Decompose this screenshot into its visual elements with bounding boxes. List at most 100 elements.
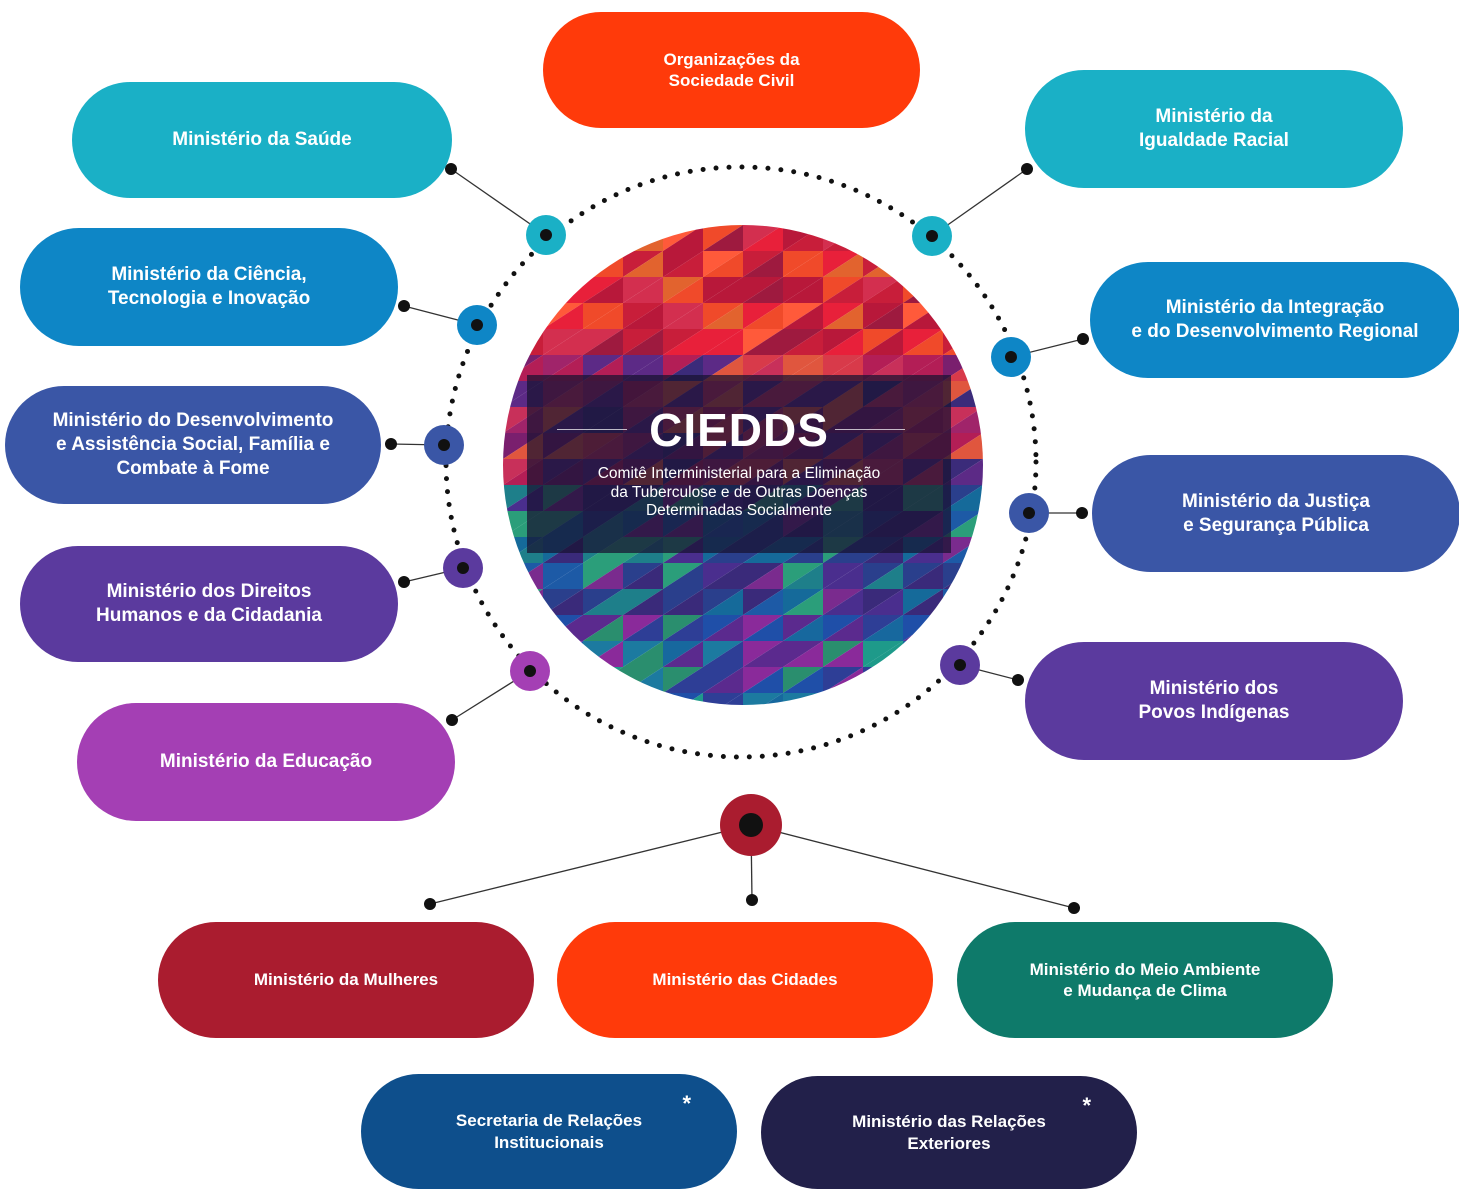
node-secretaria-relacoes-institucionais: Secretaria de Relações Institucionais * [361,1074,737,1189]
node-ministerio-relacoes-exteriores: Ministério das Relações Exteriores * [761,1076,1137,1189]
mosaic-tile [884,693,903,705]
mosaic-tile [663,667,703,693]
ring-node-center [457,562,469,574]
connector-end-dot [1077,333,1089,345]
node-label: Secretaria de Relações Institucionais [455,1111,643,1152]
mosaic-tile [903,615,943,641]
mosaic-tile [503,693,543,705]
mosaic-tile [783,563,823,589]
node-label: Ministério da Integração e do Desenvolvi… [1131,297,1419,342]
mosaic-tile [943,277,983,303]
mosaic-tile [823,251,863,277]
mosaic-tile [943,459,983,485]
mosaic-tile [903,277,943,303]
mosaic-tile [703,589,743,615]
connector-end-dot [445,163,457,175]
node-ministerio-igualdade-racial: Ministério da Igualdade Racial [1025,70,1403,188]
mosaic-tile [943,589,983,615]
mosaic-tile [743,277,783,303]
mosaic-tile [623,589,663,615]
mosaic-tile [663,563,703,589]
mosaic-tile [903,225,943,251]
mosaic-tile [703,563,743,589]
mosaic-tile [783,225,823,251]
mosaic-tile [943,355,983,381]
node-label: Ministério das Relações Exteriores [852,1112,1046,1153]
mosaic-tile [503,251,543,277]
mosaic-tile [943,667,983,693]
mosaic-tile [743,329,783,355]
mosaic-tile [703,225,743,251]
mosaic-tile [724,693,743,705]
mosaic-tile [703,355,743,381]
mosaic-tile [623,251,663,277]
mosaic-tile [583,355,623,381]
mosaic-tile [623,667,663,693]
mosaic-tile [863,225,903,251]
mosaic-tile [583,615,623,641]
node-label: Ministério da Ciência, Tecnologia e Inov… [107,264,311,309]
hub-end-dot [424,898,436,910]
ring-node-center [438,439,450,451]
mosaic-tile [903,589,943,615]
mosaic-tile [783,615,823,641]
mosaic-tile [903,641,943,667]
mosaic-tile [743,563,783,589]
mosaic-tile [823,329,863,355]
mosaic-tile [863,355,903,381]
mosaic-tile [503,329,543,355]
node-ministerio-integracao: Ministério da Integração e do Desenvolvi… [1090,262,1459,378]
mosaic-tile [543,615,583,641]
mosaic-tile [783,667,823,693]
center-title-band: CIEDDS Comitê Interministerial para a El… [527,375,951,553]
mosaic-tile [903,693,943,705]
mosaic-tile [543,641,583,667]
mosaic-tile [583,329,623,355]
mosaic-tile [663,589,703,615]
mosaic-tile [503,277,543,303]
ciedds-center-circle: CIEDDS Comitê Interministerial para a El… [503,225,983,705]
mosaic-tile [543,667,583,693]
hub-center-dot [739,813,763,837]
mosaic-tile [903,667,943,693]
mosaic-tile [663,641,703,667]
mosaic-tile [863,667,903,693]
mosaic-tile [823,563,863,589]
node-ministerio-desenvolvimento-social: Ministério do Desenvolvimento e Assistên… [5,386,381,504]
mosaic-tile [743,355,783,381]
mosaic-tile [703,667,743,693]
mosaic-tile [623,225,663,251]
mosaic-tile [543,563,583,589]
mosaic-tile [943,433,983,459]
asterisk-mark: * [682,1091,691,1116]
mosaic-tile [783,277,823,303]
mosaic-tile [943,407,983,433]
mosaic-tile [543,693,583,705]
hub-connector-line [750,824,1075,909]
mosaic-tile [943,537,983,563]
mosaic-tile [943,693,983,705]
node-label: Ministério da Saúde [172,129,352,151]
mosaic-tile [543,251,583,277]
mosaic-tile [863,303,903,329]
mosaic-tile [844,693,863,705]
mosaic-tile [924,693,943,705]
mosaic-tile [543,277,583,303]
mosaic-tile [583,225,623,251]
ring-node-center [471,319,483,331]
mosaic-tile [583,641,623,667]
node-label: Ministério dos Povos Indígenas [1138,678,1290,723]
mosaic-tile [943,615,983,641]
mosaic-tile [543,589,583,615]
hub-connector-line [429,824,752,905]
mosaic-tile [823,693,863,705]
mosaic-tile [903,563,943,589]
mosaic-tile [823,589,863,615]
mosaic-tile [663,355,703,381]
center-title: CIEDDS [649,404,829,456]
node-label: Ministério da Mulheres [253,970,439,990]
ring-node-center [1023,507,1035,519]
connector-end-dot [398,300,410,312]
connector-end-dot [1076,507,1088,519]
mosaic-tile [663,693,703,705]
